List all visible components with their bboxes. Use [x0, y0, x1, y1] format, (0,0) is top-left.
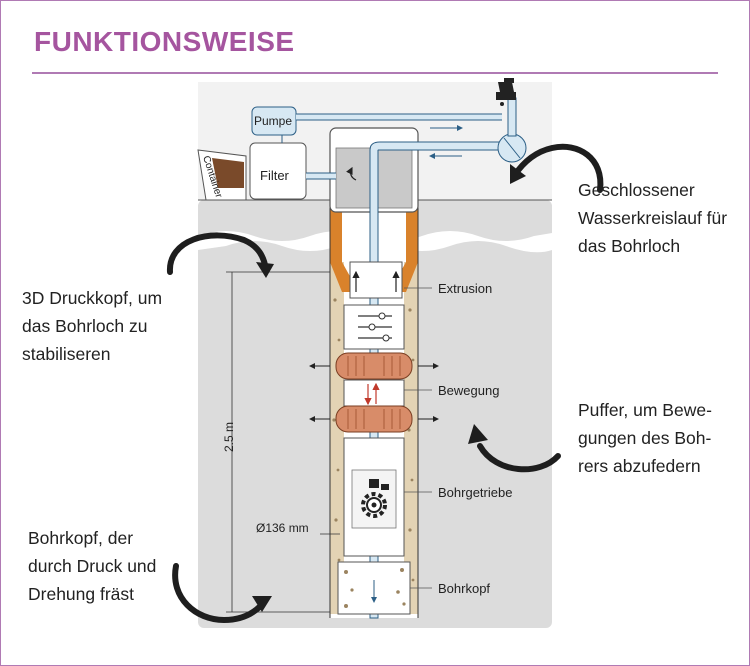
movement-label: Bewegung	[438, 383, 499, 398]
curved-arrow-head	[256, 262, 274, 278]
water-tap-icon	[496, 78, 527, 163]
buffer-lower	[335, 405, 413, 433]
filter-label: Filter	[260, 168, 290, 183]
page-title: FUNKTIONSWEISE	[34, 26, 295, 57]
movement-module	[343, 379, 405, 407]
slider-controls-icon	[343, 304, 405, 350]
annotation-line: Wasserkreislauf für	[578, 208, 728, 228]
annotation-line: durch Druck und	[28, 556, 157, 576]
annotation-line: Puffer, um Bewe-	[578, 400, 712, 420]
print-head-annotation: 3D Druckkopf, um das Bohrloch zu stabili…	[22, 284, 162, 368]
extrusion-label: Extrusion	[438, 281, 492, 296]
depth-label: 2.5 m	[222, 422, 236, 452]
depth-dimension	[226, 271, 340, 613]
annotation-line: Geschlossener	[578, 180, 695, 200]
diameter-label: Ø136 mm	[256, 521, 309, 535]
drill-head-label: Bohrkopf	[438, 581, 490, 596]
pump-label: Pumpe	[254, 114, 292, 128]
buffer-upper	[335, 352, 413, 380]
pump	[251, 106, 297, 136]
annotation-line: Bohrkopf, der	[28, 528, 134, 548]
drill-head-annotation: Bohrkopf, der durch Druck und Drehung fr…	[28, 524, 156, 608]
gear-icon	[361, 479, 389, 518]
title-divider	[32, 72, 718, 74]
extrusion-unit	[349, 261, 403, 299]
tank-flow-arrow	[346, 166, 357, 181]
drill-head	[337, 561, 411, 615]
curved-arrow-icon	[511, 143, 604, 193]
curved-arrow-head	[252, 596, 272, 612]
buffer-annotation: Puffer, um Bewe- gungen des Boh- rers ab…	[578, 396, 712, 480]
curved-arrow-head	[510, 164, 526, 184]
filter	[249, 142, 307, 200]
annotation-line: das Bohrloch	[578, 236, 681, 256]
container	[197, 149, 247, 201]
curved-arrow-icon	[477, 443, 561, 473]
label-leaders	[404, 287, 432, 589]
curved-arrow-icon	[172, 563, 267, 624]
annotation-line: Drehung fräst	[28, 584, 135, 604]
curved-arrow-head	[468, 424, 488, 444]
annotation-line: rers abzufedern	[578, 456, 701, 476]
annotation-line: das Bohrloch zu	[22, 316, 148, 336]
annotation-line: 3D Druckkopf, um	[22, 288, 163, 308]
gearbox-label: Bohrgetriebe	[438, 485, 512, 500]
curved-arrow-icon	[166, 232, 269, 275]
pressure-arrows	[309, 363, 439, 422]
water-pipes	[281, 113, 502, 180]
annotation-line: gungen des Boh-	[578, 428, 712, 448]
depth-break-wave	[198, 231, 552, 253]
annotation-line: stabiliseren	[22, 344, 111, 364]
water-loop-annotation: Geschlossener Wasserkreislauf für das Bo…	[578, 176, 727, 260]
